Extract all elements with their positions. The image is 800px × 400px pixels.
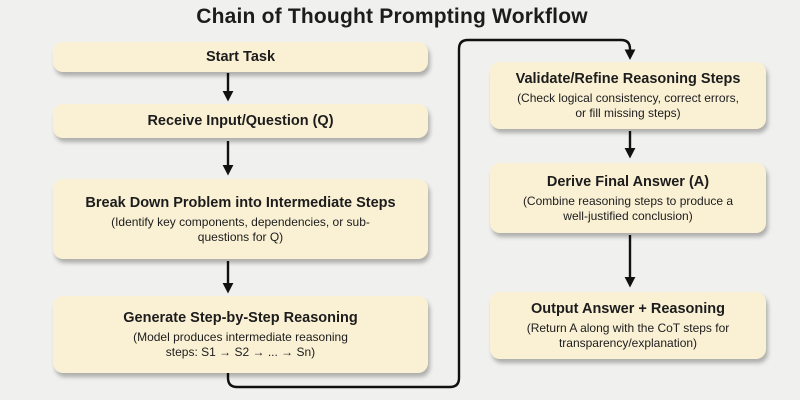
node-subtitle-line: transparency/explanation) (558, 336, 698, 350)
node-derive-final-answer: Derive Final Answer (A) (Combine reasoni… (490, 163, 766, 233)
node-subtitle-line: (Model produces intermediate reasoning (133, 330, 348, 344)
node-output-answer: Output Answer + Reasoning (Return A alon… (490, 292, 766, 359)
node-break-down-problem: Break Down Problem into Intermediate Ste… (53, 179, 428, 259)
node-subtitle: (Identify key components, dependencies, … (111, 215, 370, 245)
arrow-breakdown-to-generate-icon (222, 261, 234, 294)
diagram-title: Chain of Thought Prompting Workflow (196, 5, 588, 28)
arrow-validate-to-derive-icon (624, 131, 636, 159)
node-generate-reasoning: Generate Step-by-Step Reasoning (Model p… (53, 296, 428, 373)
node-subtitle-line: (Return A along with the CoT steps for (526, 321, 730, 335)
node-title: Break Down Problem into Intermediate Ste… (85, 194, 396, 211)
node-subtitle-line: (Combine reasoning steps to produce a (522, 193, 734, 208)
node-title: Derive Final Answer (A) (546, 173, 710, 190)
node-title: Generate Step-by-Step Reasoning (123, 310, 358, 326)
arrow-derive-to-output-icon (624, 235, 636, 288)
node-subtitle: (Model produces intermediate reasoning s… (133, 330, 348, 360)
node-subtitle: (Check logical consistency, correct erro… (517, 91, 739, 121)
node-title: Output Answer + Reasoning (530, 301, 726, 317)
arrow-receive-to-breakdown-icon (222, 141, 234, 176)
arrow-start-to-receive-icon (222, 73, 234, 102)
node-subtitle-line: well-justified conclusion) (563, 208, 693, 223)
arrow-generate-to-validate-connector-icon (226, 38, 636, 389)
node-subtitle: (Return A along with the CoT steps for t… (527, 321, 730, 351)
node-subtitle-line: or fill missing steps) (575, 106, 681, 120)
node-title: Validate/Refine Reasoning Steps (515, 71, 741, 87)
node-title: Start Task (205, 48, 276, 65)
node-subtitle-line: steps: S1 → S2 → ... → Sn) (165, 345, 316, 359)
node-subtitle-line: questions for Q) (197, 229, 284, 244)
node-start-task: Start Task (53, 42, 428, 72)
node-subtitle: (Combine reasoning steps to produce a we… (523, 194, 733, 224)
node-validate-refine: Validate/Refine Reasoning Steps (Check l… (490, 62, 766, 129)
node-receive-input: Receive Input/Question (Q) (53, 104, 428, 138)
node-subtitle-line: (Check logical consistency, correct erro… (517, 91, 739, 105)
node-subtitle-line: (Identify key components, dependencies, … (111, 214, 370, 229)
node-title: Receive Input/Question (Q) (147, 112, 334, 129)
